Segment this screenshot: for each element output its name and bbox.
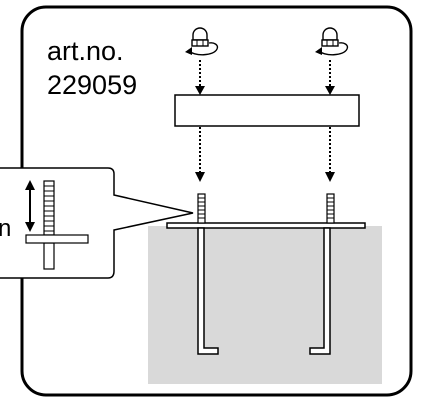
article-label: art.no. — [47, 36, 124, 66]
double-headed-arrow-icon — [25, 180, 35, 232]
anchor-bolt-right — [309, 227, 331, 355]
dotted-arrow-down-icon — [195, 127, 205, 182]
dotted-arrow-down-icon — [195, 60, 205, 95]
thread-right — [326, 193, 335, 224]
mounting-bracket — [174, 94, 360, 127]
thread-left — [197, 193, 206, 224]
dotted-arrow-down-icon — [325, 127, 335, 182]
callout-plate — [25, 234, 89, 244]
callout-threaded-rod — [43, 180, 55, 270]
dotted-arrow-down-icon — [325, 60, 335, 95]
base-plate — [166, 222, 366, 229]
nut-rotate-icon — [185, 27, 219, 56]
ground-block — [148, 226, 382, 384]
article-number: 229059 — [47, 70, 137, 100]
nut-rotate-icon — [315, 27, 349, 56]
callout-dimension-label: n — [0, 215, 11, 242]
anchor-bolt-left — [197, 227, 219, 355]
